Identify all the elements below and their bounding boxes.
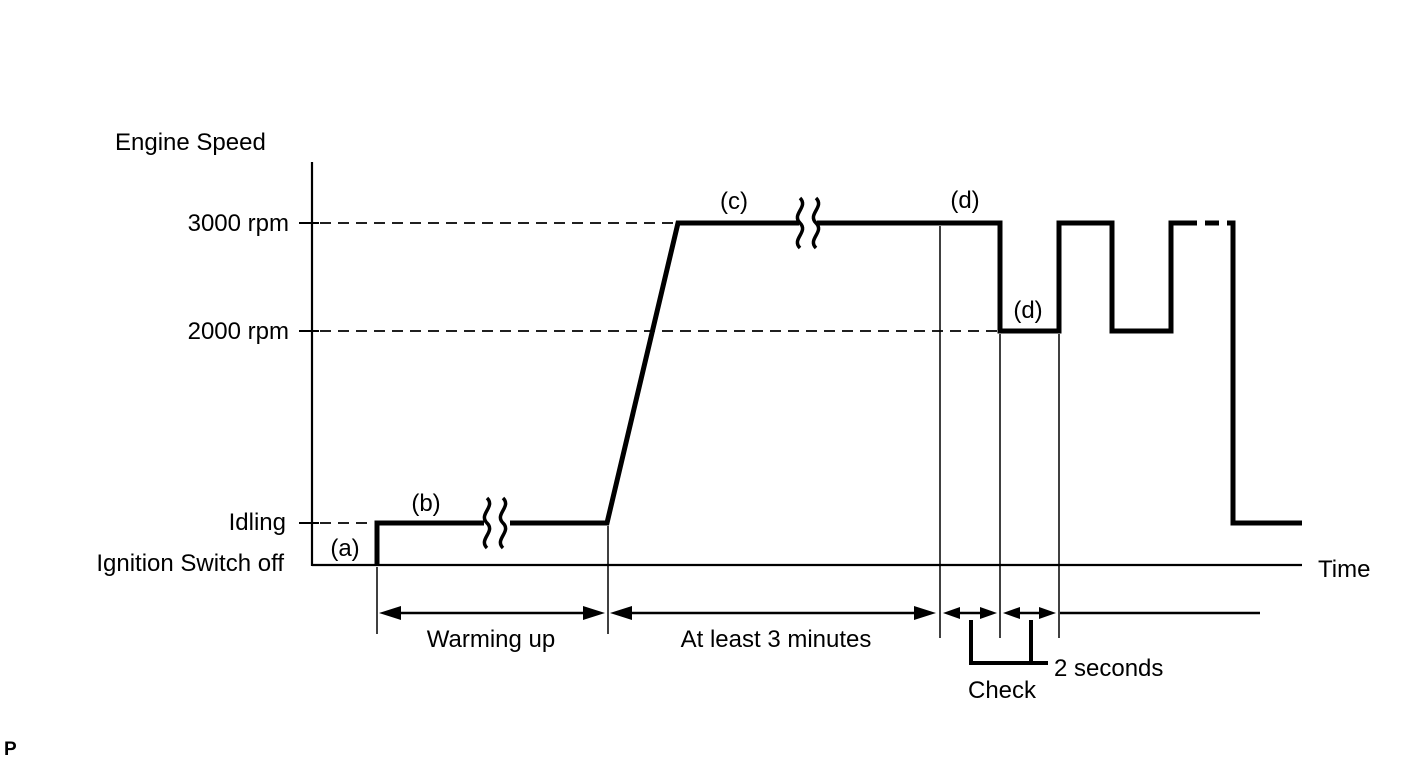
label-3000rpm: 3000 rpm	[188, 210, 289, 237]
arrowhead-left-icon	[610, 606, 632, 620]
page-marker: P	[4, 739, 17, 759]
label-idling: Idling	[229, 509, 286, 536]
arrowhead-right-icon	[1039, 607, 1056, 619]
arrowhead-left-icon	[379, 606, 401, 620]
label-phase-a: (a)	[330, 535, 359, 562]
label-phase-b: (b)	[411, 490, 440, 517]
y-axis-title: Engine Speed	[115, 129, 266, 156]
label-2000rpm: 2000 rpm	[188, 318, 289, 345]
arrowhead-left-icon	[943, 607, 960, 619]
break-mark-3000-right	[811, 196, 821, 250]
arrowhead-right-icon	[914, 606, 936, 620]
label-check: Check	[968, 677, 1037, 704]
curve-ramp-to-3000-segment	[510, 220, 799, 526]
break-mark-3000-left	[795, 196, 805, 250]
break-mark-idle-left	[482, 496, 492, 550]
curve-3000-2000-pulses-segment	[817, 220, 1183, 334]
arrowhead-right-icon	[980, 607, 997, 619]
label-at-least-3-minutes: At least 3 minutes	[681, 626, 872, 653]
arrowhead-left-icon	[1003, 607, 1020, 619]
label-phase-d-high: (d)	[950, 187, 979, 214]
break-mark-idle-right	[498, 496, 508, 550]
curve-start-and-idle-segment	[374, 520, 484, 565]
label-ignition-switch-off: Ignition Switch off	[96, 550, 284, 577]
label-2-seconds: 2 seconds	[1054, 655, 1163, 682]
label-phase-c: (c)	[720, 188, 748, 215]
label-phase-d-low: (d)	[1013, 297, 1042, 324]
curve-final-drop-to-idle-segment	[1227, 220, 1302, 526]
x-axis-title: Time	[1318, 556, 1370, 583]
label-warming-up: Warming up	[427, 626, 555, 653]
arrowhead-right-icon	[583, 606, 605, 620]
check-bracket	[969, 620, 1048, 665]
